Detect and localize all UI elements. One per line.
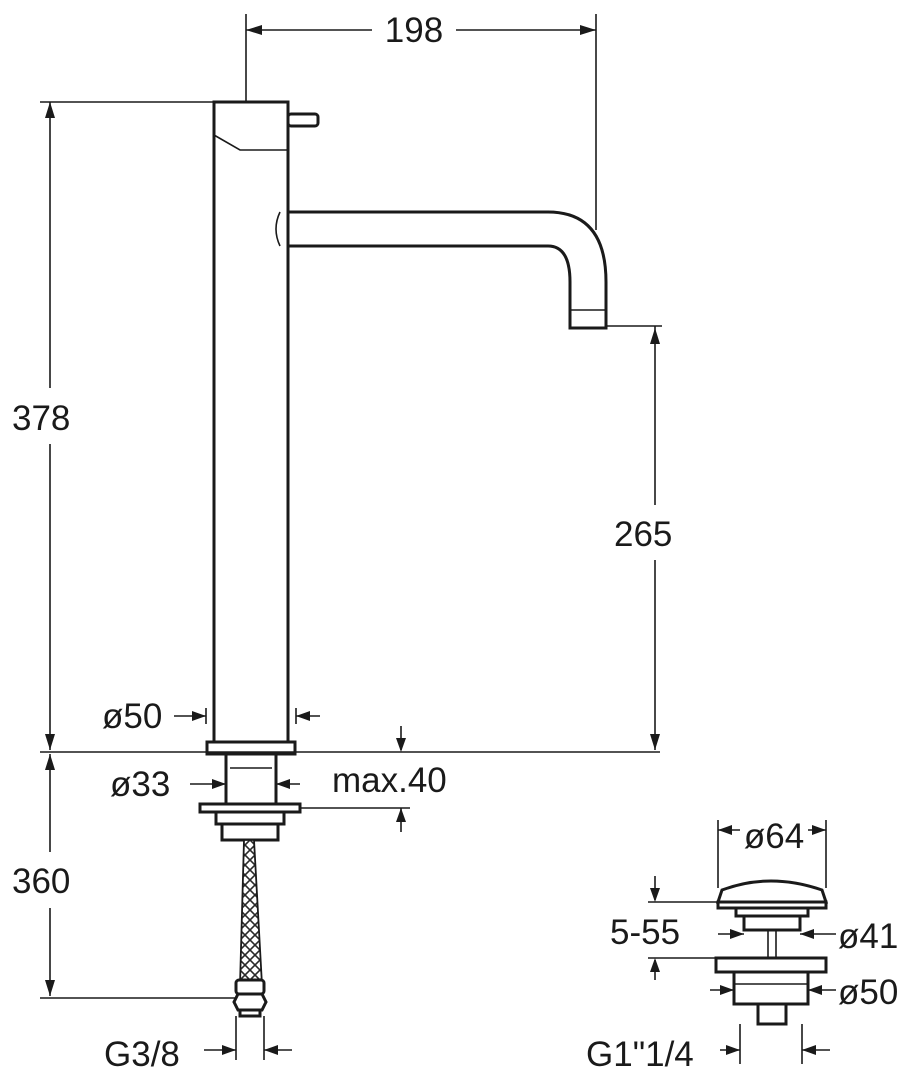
dimension-lines <box>40 14 836 1064</box>
dim-waste-flange-diameter: ø50 <box>838 973 898 1012</box>
dim-spout-reach: 198 <box>385 11 443 50</box>
dim-hose-length: 360 <box>12 862 70 901</box>
waste-valve <box>714 879 829 1026</box>
dim-waste-range: 5-55 <box>610 913 680 952</box>
dim-waste-cap-diameter: ø64 <box>744 817 804 856</box>
faucet-body <box>205 100 608 756</box>
dim-total-height: 378 <box>12 399 70 438</box>
dim-hose-thread: G3/8 <box>104 1035 180 1074</box>
dim-spout-height: 265 <box>614 515 672 554</box>
flex-hose <box>232 839 268 1018</box>
dim-body-diameter: ø50 <box>102 697 162 736</box>
dim-shank-diameter: ø33 <box>110 765 170 804</box>
dim-max-deck-thickness: max.40 <box>332 761 447 800</box>
mounting-shank <box>198 752 302 842</box>
dim-waste-thread: G1"1/4 <box>586 1035 694 1074</box>
dim-waste-inner-diameter: ø41 <box>838 917 898 956</box>
